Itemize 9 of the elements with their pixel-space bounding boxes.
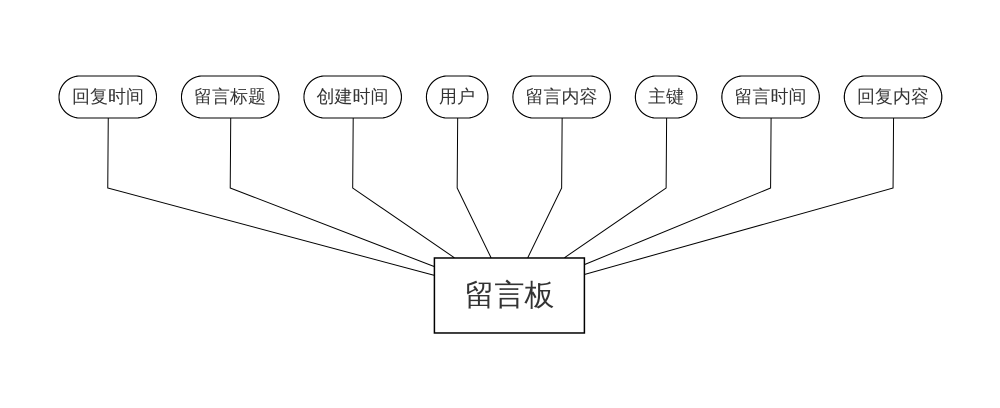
connector: [352, 118, 455, 258]
connector: [563, 118, 667, 258]
connector: [526, 118, 562, 258]
connector: [584, 118, 772, 265]
node-box: 留言板: [433, 256, 585, 334]
connector: [106, 118, 434, 276]
connector: [584, 118, 894, 274]
connector: [456, 118, 492, 258]
connector: [229, 118, 434, 267]
